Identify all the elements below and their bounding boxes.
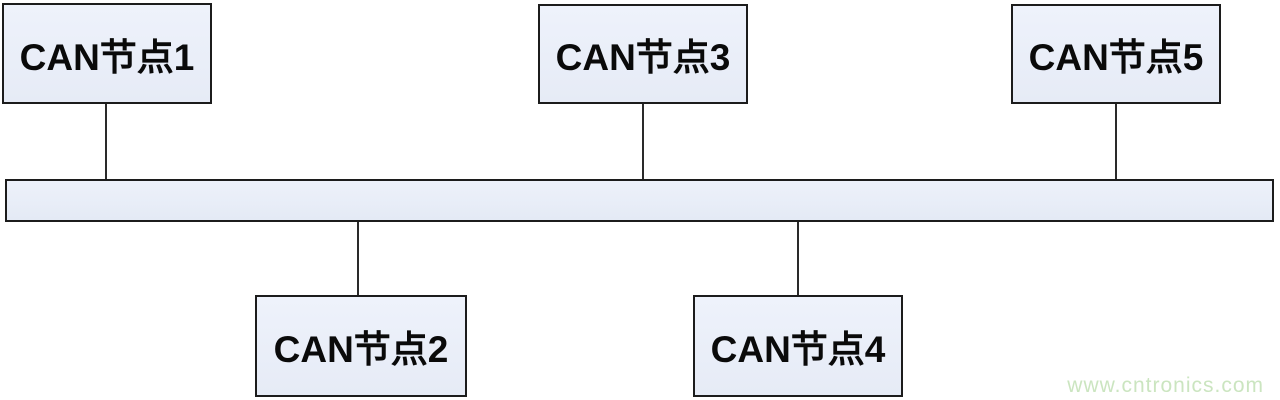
node-can1-box: CAN节点1: [2, 3, 212, 104]
watermark-text: www.cntronics.com: [1067, 374, 1264, 397]
connector-bus-node2: [357, 222, 359, 295]
node-can2-box: CAN节点2: [255, 295, 467, 397]
node-can2-label: CAN节点2: [273, 329, 449, 370]
can-bus-bar: [5, 179, 1274, 222]
node-can4-box: CAN节点4: [693, 295, 903, 397]
connector-node5-bus: [1115, 104, 1117, 180]
node-can5-box: CAN节点5: [1011, 4, 1221, 104]
node-can5-label: CAN节点5: [1028, 37, 1204, 78]
node-can1-label: CAN节点1: [19, 36, 195, 78]
connector-node1-bus: [105, 104, 107, 180]
connector-bus-node4: [797, 222, 799, 295]
node-can3-box: CAN节点3: [538, 4, 748, 104]
connector-node3-bus: [642, 104, 644, 180]
node-can3-label: CAN节点3: [555, 37, 731, 78]
node-can4-label: CAN节点4: [710, 329, 886, 370]
